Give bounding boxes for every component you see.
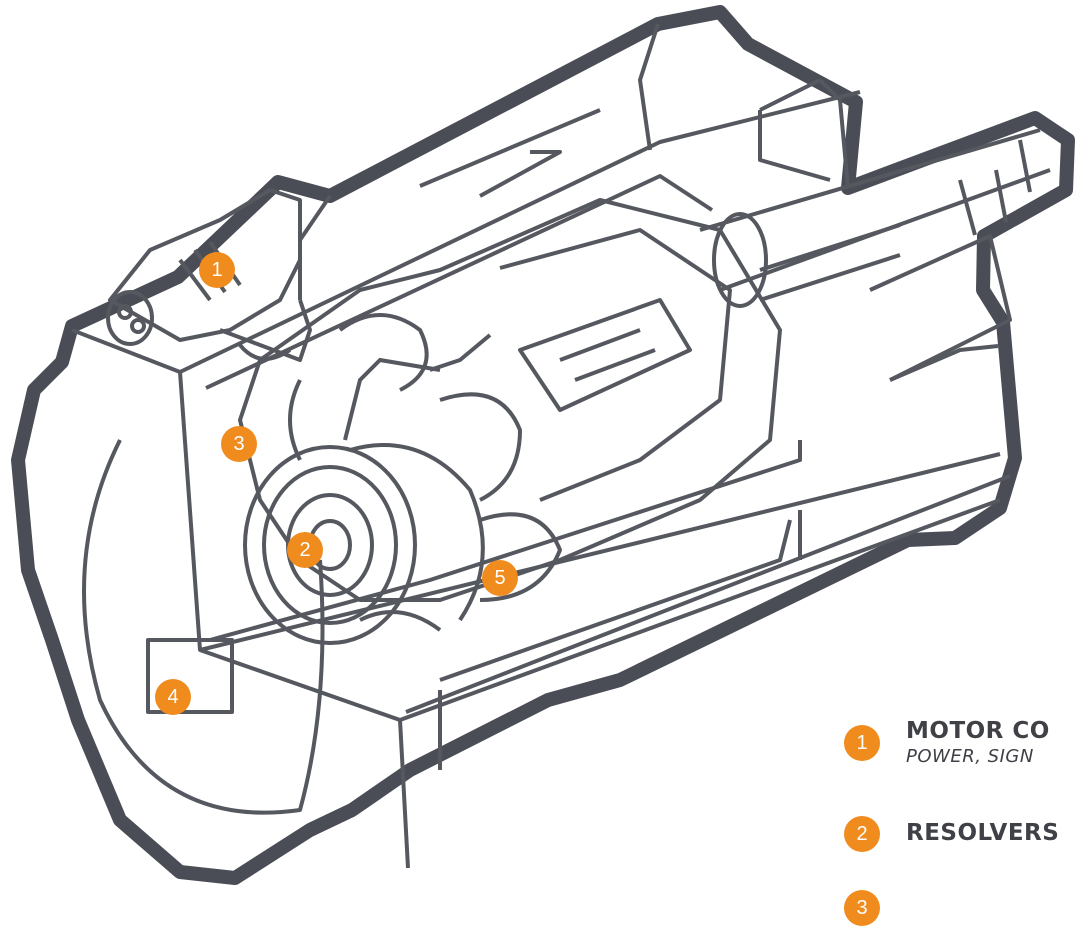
motor-housing xyxy=(71,23,1012,869)
legend-2-number: 2 xyxy=(856,823,868,845)
motor-silhouette xyxy=(11,5,1075,885)
callout-3-number: 3 xyxy=(233,433,245,455)
callout-3-badge: 3 xyxy=(221,426,257,462)
legend-3-number: 3 xyxy=(856,897,868,919)
callout-5-number: 5 xyxy=(494,567,506,589)
callout-1-number: 1 xyxy=(211,259,223,281)
motor-shaft xyxy=(699,128,1051,308)
callout-5-badge: 5 xyxy=(482,560,518,596)
legend-1-title: MOTOR CO xyxy=(906,718,1050,744)
callout-4-badge: 4 xyxy=(155,679,191,715)
legend-2-badge: 2 xyxy=(844,816,880,852)
callout-2-badge: 2 xyxy=(287,532,323,568)
legend-1-badge: 1 xyxy=(844,725,880,761)
legend-2-title: RESOLVERS xyxy=(906,820,1060,846)
callout-2-number: 2 xyxy=(299,539,311,561)
callout-1-badge: 1 xyxy=(199,252,235,288)
motor-cutaway-illustration xyxy=(11,5,1075,885)
legend-3-badge: 3 xyxy=(844,890,880,926)
legend-1-number: 1 xyxy=(856,732,868,754)
legend-1-subtitle: POWER, SIGN xyxy=(906,746,1034,767)
callout-4-number: 4 xyxy=(167,686,179,708)
resolver-rotor xyxy=(243,333,492,645)
